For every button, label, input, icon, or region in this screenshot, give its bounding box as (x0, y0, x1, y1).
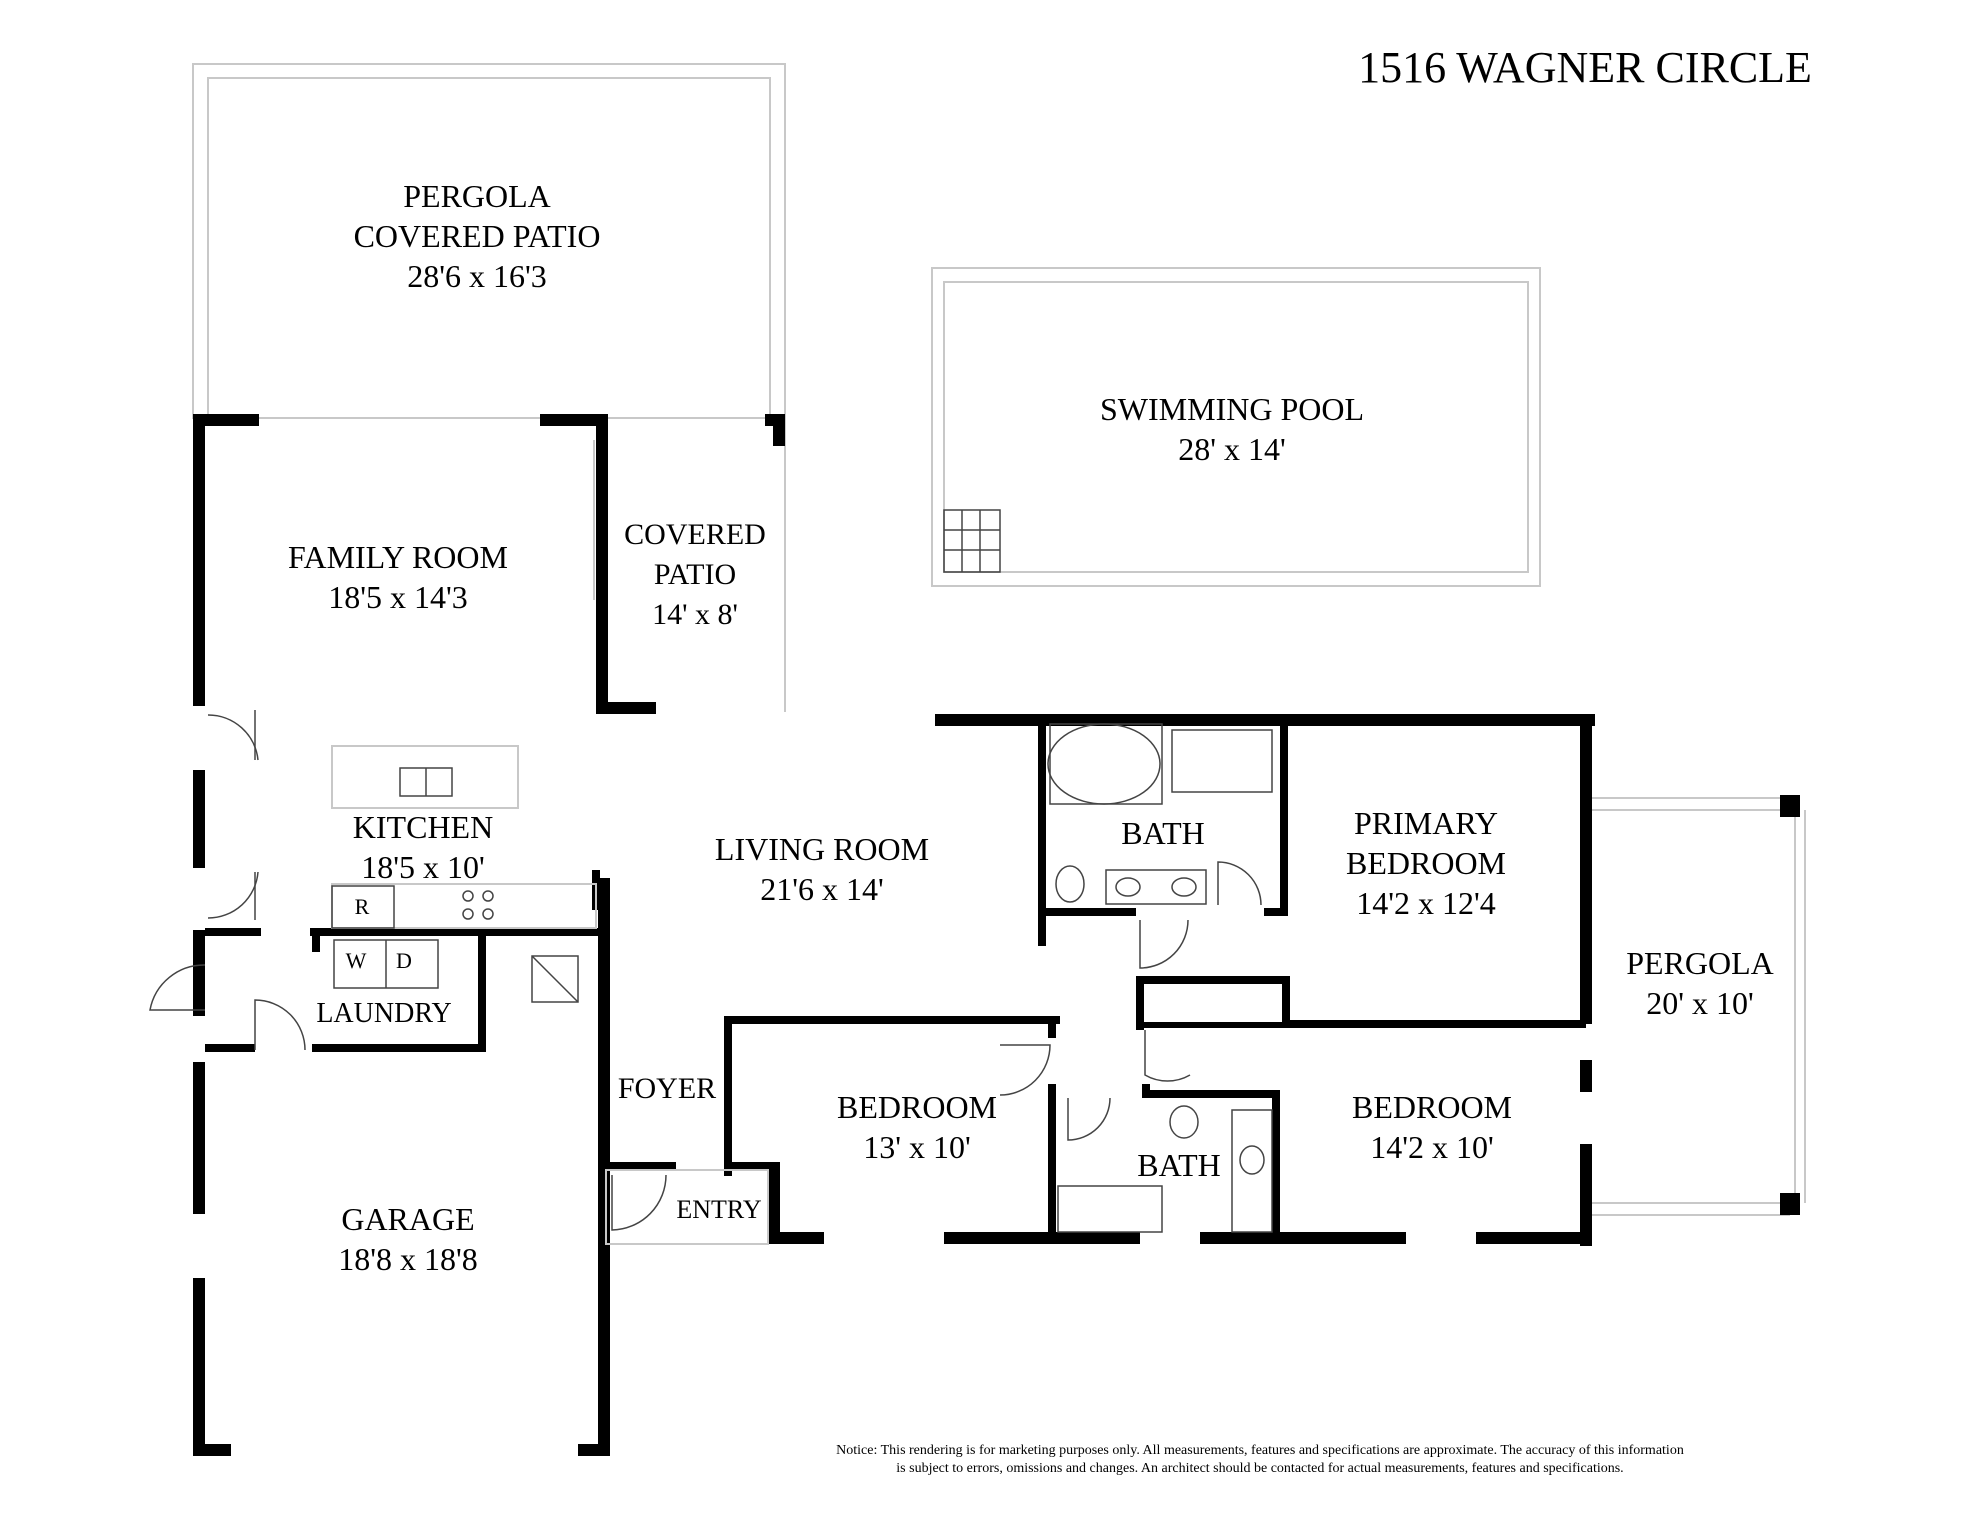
room-label-line: LAUNDRY (316, 998, 451, 1029)
bath-fixtures (1047, 723, 1273, 1233)
refrigerator-label: R (355, 894, 370, 919)
room-label-line: 18'8 x 18'8 (338, 1241, 478, 1277)
room-label-family: FAMILY ROOM 18'5 x 14'3 (288, 539, 508, 615)
room-label-line: LIVING ROOM (715, 831, 929, 867)
room-label-line: FOYER (618, 1072, 716, 1105)
room-label-line: PRIMARY (1354, 805, 1498, 841)
room-label-line: 28'6 x 16'3 (407, 258, 547, 294)
room-label-line: PERGOLA (403, 178, 551, 214)
notice: Notice: This rendering is for marketing … (700, 1442, 1820, 1478)
room-label-pool: SWIMMING POOL 28' x 14' (1100, 391, 1364, 467)
room-labels: PERGOLA COVERED PATIO 28'6 x 16'3SWIMMING … (288, 178, 1774, 1277)
room-label-line: 14'2 x 12'4 (1356, 885, 1496, 921)
notice-line-1: Notice: This rendering is for marketing … (836, 1443, 1684, 1458)
room-label-line: BEDROOM (837, 1089, 997, 1125)
room-label-line: BEDROOM (1346, 845, 1506, 881)
room-label-bedroom2: BEDROOM 14'2 x 10' (1352, 1089, 1512, 1165)
interior-walls (205, 718, 1586, 1234)
room-label-line: BATH (1121, 815, 1205, 851)
room-label-line: 28' x 14' (1178, 431, 1286, 467)
pergola-covered-patio-outline (192, 63, 786, 419)
room-label-line: ENTRY (676, 1195, 761, 1224)
exterior-walls (193, 414, 1595, 1456)
room-label-line: 18'5 x 10' (361, 849, 485, 885)
room-label-line: FAMILY ROOM (288, 539, 508, 575)
dryer-label: D (396, 948, 412, 973)
room-label-line: SWIMMING POOL (1100, 391, 1364, 427)
room-label-line: BATH (1137, 1147, 1221, 1183)
room-label-line: 14'2 x 10' (1370, 1129, 1494, 1165)
room-label-bath1: BATH (1121, 815, 1205, 851)
room-label-line: 21'6 x 14' (760, 871, 884, 907)
doors (149, 710, 1262, 1231)
swimming-pool-outline (931, 267, 1541, 587)
room-label-line: GARAGE (341, 1201, 474, 1237)
room-label-garage: GARAGE 18'8 x 18'8 (338, 1201, 478, 1277)
room-label-pergola-side: PERGOLA 20' x 10' (1626, 945, 1774, 1021)
room-label-entry: ENTRY (676, 1195, 761, 1224)
room-label-line: 20' x 10' (1646, 985, 1754, 1021)
room-label-foyer: FOYER (618, 1072, 716, 1105)
entry-step (605, 1169, 769, 1245)
property-address: 1516 WAGNER CIRCLE (1358, 43, 1812, 92)
room-label-laundry: LAUNDRY (316, 998, 451, 1029)
notice-line-2: is subject to errors, omissions and chan… (896, 1461, 1624, 1476)
room-label-line: KITCHEN (353, 809, 493, 845)
room-label-line: 13' x 10' (863, 1129, 971, 1165)
room-label-living: LIVING ROOM 21'6 x 14' (715, 831, 929, 907)
room-label-primary: PRIMARY BEDROOM 14'2 x 12'4 (1346, 805, 1506, 921)
room-label-line: COVERED PATIO (354, 218, 601, 254)
room-label-line: PATIO (654, 558, 736, 591)
room-label-line: 18'5 x 14'3 (328, 579, 468, 615)
room-label-kitchen: KITCHEN 18'5 x 10' (353, 809, 493, 885)
room-label-pergola-patio: PERGOLA COVERED PATIO 28'6 x 16'3 (354, 178, 601, 294)
room-label-line: 14' x 8' (652, 598, 738, 631)
room-label-line: BEDROOM (1352, 1089, 1512, 1125)
kitchen-fixtures (331, 745, 597, 1003)
washer-label: W (346, 948, 367, 973)
side-pergola-outline (1592, 795, 1806, 1216)
room-label-bath2: BATH (1137, 1147, 1221, 1183)
room-label-bedroom1: BEDROOM 13' x 10' (837, 1089, 997, 1165)
room-label-line: PERGOLA (1626, 945, 1774, 981)
room-label-covered-patio: COVERED PATIO 14' x 8' (624, 518, 766, 631)
room-label-line: COVERED (624, 518, 766, 551)
